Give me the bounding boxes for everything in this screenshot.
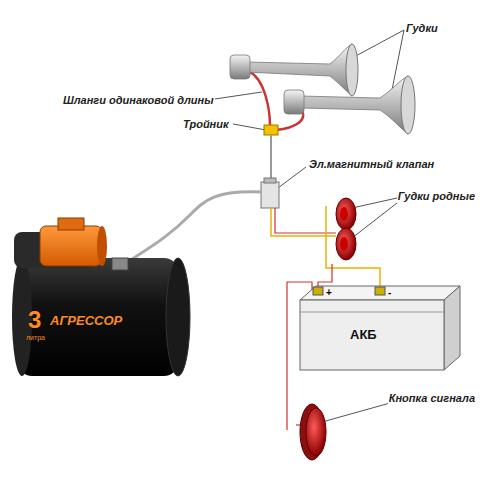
volume-unit: литра	[26, 334, 45, 341]
callout-label: Гудки	[405, 22, 439, 35]
callout-label: Шланги одинаковой длины	[62, 94, 215, 107]
minus-terminal: -	[388, 288, 391, 298]
callout-label: Кнопка сигнала	[388, 392, 476, 405]
brand-name: АГРЕССОР	[50, 314, 122, 327]
battery-label: АКБ	[350, 328, 377, 341]
battery-box: + - АКБ	[300, 288, 444, 370]
compressor-tank: 3 литра АГРЕССОР	[24, 304, 174, 350]
callout-label: Тройник	[182, 118, 230, 131]
plus-terminal: +	[326, 288, 332, 298]
volume-number: 3	[28, 308, 41, 332]
callout-label: Гудки родные	[397, 190, 476, 203]
callout-label: Эл.магнитный клапан	[308, 158, 435, 171]
